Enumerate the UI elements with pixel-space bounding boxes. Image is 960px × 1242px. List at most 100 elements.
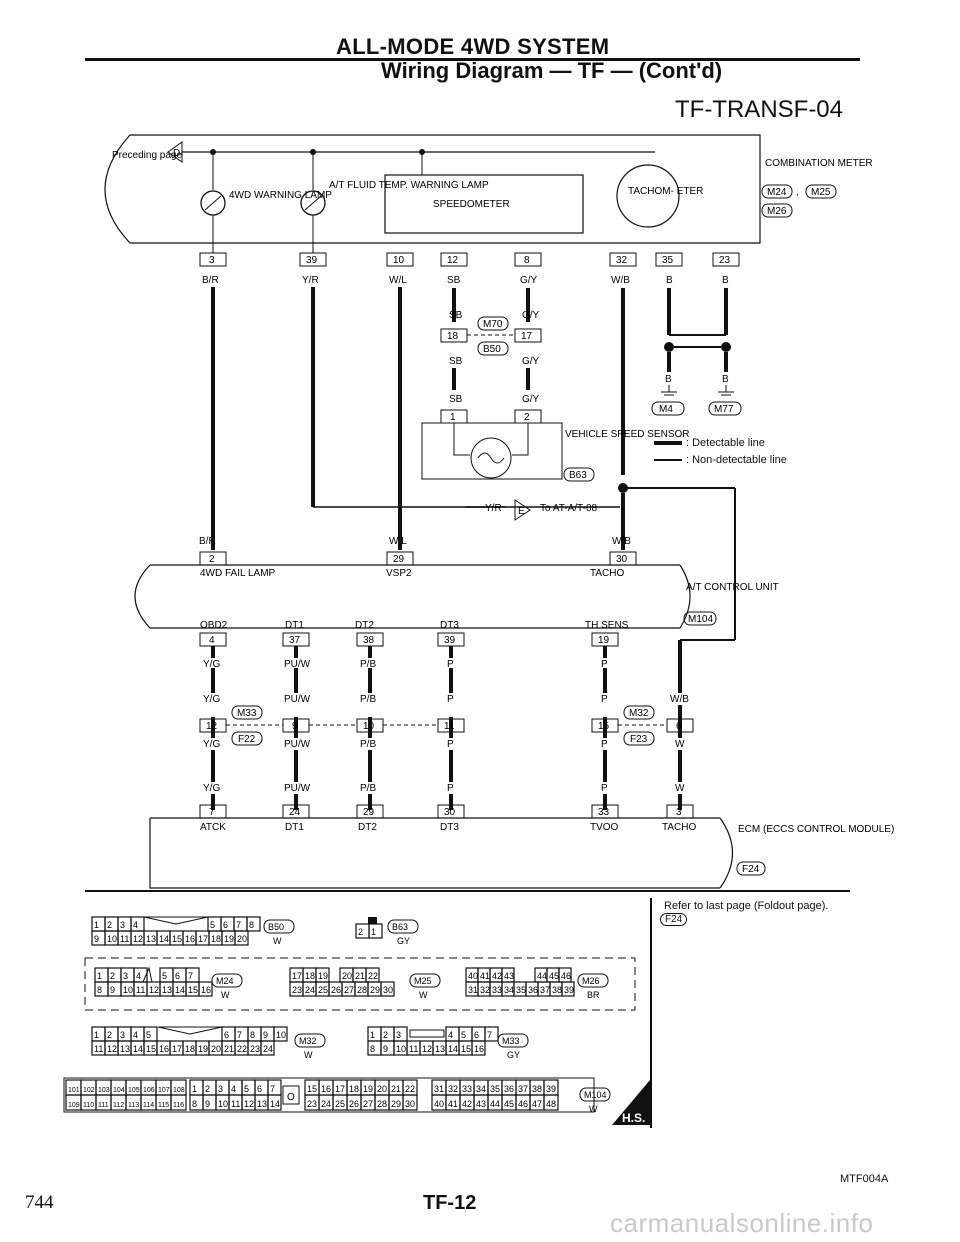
terminal: 8 [524, 255, 530, 266]
pin-number: 23 [292, 985, 302, 995]
wire-color: B/R [199, 536, 216, 547]
pin-number: 27 [363, 1099, 373, 1109]
diagram-stroke [299, 252, 327, 267]
pin-number: 38 [552, 985, 562, 995]
pin-number: 8 [249, 920, 254, 930]
pin-number: 22 [368, 971, 378, 981]
pin-number: 5 [146, 1030, 151, 1040]
wire-color: P [447, 739, 454, 750]
pin-number: 11 [120, 934, 129, 944]
sensor-symbol [470, 437, 512, 479]
pin-number: 47 [532, 1099, 542, 1109]
pin-number: 27 [344, 985, 354, 995]
lamp-atf-label: A/T FLUID TEMP. WARNING LAMP [329, 180, 489, 191]
connector-name: M32 [299, 1036, 317, 1046]
pin-number: 34 [504, 985, 514, 995]
pin-number: 41 [448, 1099, 458, 1109]
terminal: 1 [450, 412, 456, 423]
pin-number: 38 [532, 1084, 542, 1094]
pin-number: 19 [224, 934, 234, 944]
diagram-stroke [655, 252, 683, 267]
diagram-stroke [666, 718, 694, 733]
terminal: 38 [363, 635, 375, 646]
pin-number: 9 [110, 985, 115, 995]
wire-color: P [601, 659, 608, 670]
pin-number: 108 [173, 1087, 185, 1094]
pin-number: 28 [357, 985, 367, 995]
preceding-ref: D [173, 148, 180, 159]
pin-number: 20 [377, 1084, 387, 1094]
pin-number: 114 [143, 1102, 154, 1109]
pin-number: 7 [487, 1030, 492, 1040]
connector-tag [387, 919, 419, 934]
terminal: 17 [521, 331, 533, 342]
diagram-stroke [149, 818, 720, 889]
terminal: 30 [444, 807, 456, 818]
connector-tag [263, 919, 295, 934]
wire-color: B/R [202, 275, 219, 286]
diagram-stroke [304, 195, 322, 211]
pin-number: 116 [173, 1102, 184, 1109]
legend-thick-line [654, 441, 682, 446]
splice-node [721, 342, 731, 352]
pin-number: 3 [120, 920, 125, 930]
page-number: 744 [25, 1192, 54, 1213]
pin-cell [380, 981, 395, 997]
diagram-stroke [679, 564, 691, 629]
pin-number: 25 [318, 985, 328, 995]
tachometer-gauge [616, 164, 680, 228]
terminal: 7 [209, 807, 215, 818]
pin-number: 48 [546, 1099, 556, 1109]
pin-number: 30 [405, 1099, 415, 1109]
pin-number: 102 [83, 1087, 95, 1094]
diagram-stroke [195, 738, 231, 750]
pin-number: 3 [120, 1030, 125, 1040]
to-at-color: Y/R [485, 503, 502, 514]
ecm-label: DT2 [358, 822, 377, 833]
keyway [143, 916, 209, 925]
pin-number: 7 [188, 971, 193, 981]
diagram-stroke [440, 738, 462, 750]
tcm-label: VSP2 [386, 568, 412, 579]
pin-number: 16 [201, 985, 211, 995]
connector-tag [577, 973, 609, 988]
pin-number: 33 [462, 1084, 472, 1094]
diagram-stroke [595, 738, 615, 750]
watermark: carmanualsonline.info [610, 1208, 874, 1238]
diagram-stroke [623, 731, 655, 746]
meter-frame [130, 134, 761, 244]
pin-number: 25 [335, 1099, 345, 1109]
pin-number: 112 [113, 1102, 124, 1109]
connector-color: W [589, 1104, 598, 1114]
tcm-label: DT2 [355, 620, 374, 631]
pin-number: 18 [305, 971, 315, 981]
pin-number: 1 [371, 927, 376, 937]
pin-number: 4 [448, 1030, 453, 1040]
terminal: 2 [524, 412, 530, 423]
terminal: 19 [598, 635, 610, 646]
pin-number: 1 [192, 1084, 197, 1094]
pin-number: 19 [318, 971, 328, 981]
pin-number: 14 [133, 1044, 143, 1054]
pin-number: 42 [492, 971, 502, 981]
diagram-stroke [440, 782, 462, 794]
terminal: 39 [444, 635, 456, 646]
pin-number: 4 [133, 920, 138, 930]
page-subtitle: Wiring Diagram — TF — (Cont'd) [381, 58, 723, 83]
pin-number: 19 [198, 1044, 208, 1054]
keyway [157, 1026, 223, 1035]
pin-number: 11 [94, 1044, 103, 1054]
pin-number: 17 [335, 1084, 345, 1094]
wire-color: P [601, 739, 608, 750]
pin-number: 3 [396, 1030, 401, 1040]
connector-name: B63 [392, 922, 408, 932]
pin-number: 1 [94, 1030, 99, 1040]
legend-thin-line [654, 459, 682, 461]
pin-number: 39 [546, 1084, 556, 1094]
pin-number: 8 [250, 1030, 255, 1040]
ground-color: B [722, 374, 729, 385]
connector-frame [63, 1077, 595, 1113]
pin-number: 24 [321, 1099, 331, 1109]
harness-connector: F22 [238, 734, 256, 745]
